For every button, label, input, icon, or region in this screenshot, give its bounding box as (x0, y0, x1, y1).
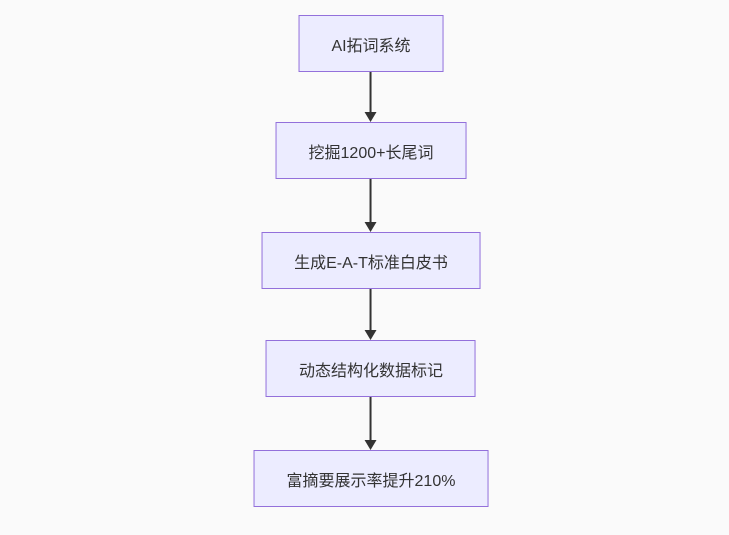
arrow-shaft (370, 397, 372, 440)
arrow-shaft (370, 179, 372, 222)
arrowhead-down-icon (365, 440, 377, 450)
arrowhead-down-icon (365, 112, 377, 122)
flowchart: AI拓词系统 挖掘1200+长尾词 生成E-A-T标准白皮书 动态结构化数据标记… (253, 15, 489, 507)
flow-node-rich-snippet-rate: 富摘要展示率提升210% (253, 450, 489, 507)
flow-node-longtail-mining: 挖掘1200+长尾词 (275, 122, 467, 179)
arrowhead-down-icon (365, 222, 377, 232)
arrow-shaft (370, 289, 372, 330)
arrow-down-connector (365, 289, 377, 340)
arrowhead-down-icon (365, 330, 377, 340)
flow-node-eat-whitepaper: 生成E-A-T标准白皮书 (261, 232, 481, 289)
arrow-down-connector (365, 72, 377, 122)
flow-node-ai-keyword-system: AI拓词系统 (298, 15, 444, 72)
flow-node-structured-data-markup: 动态结构化数据标记 (265, 340, 476, 397)
arrow-shaft (370, 72, 372, 112)
arrow-down-connector (365, 397, 377, 450)
arrow-down-connector (365, 179, 377, 232)
